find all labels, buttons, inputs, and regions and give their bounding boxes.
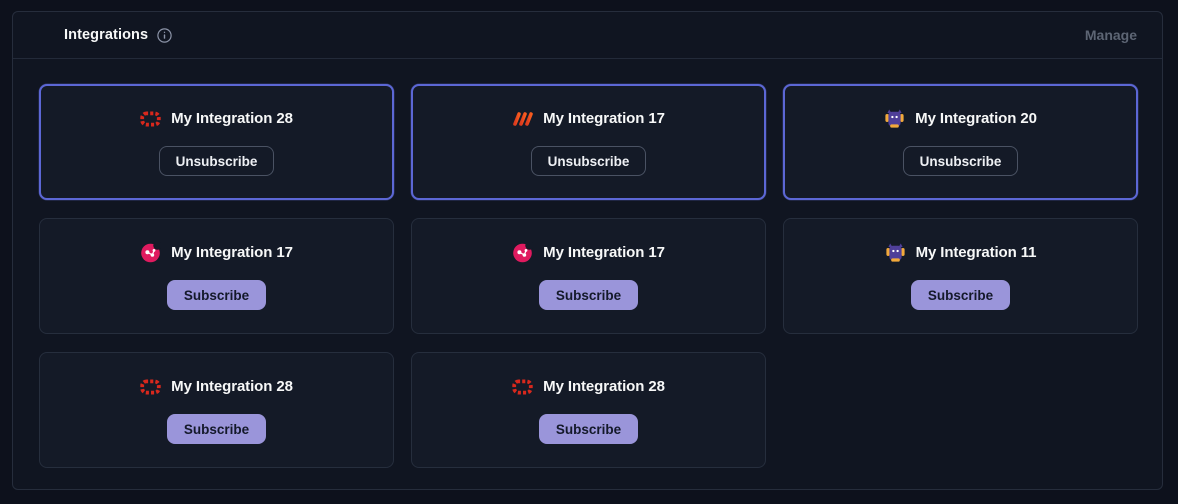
integration-title-row: My Integration 17: [512, 242, 665, 263]
integration-title-row: My Integration 17: [140, 242, 293, 263]
integration-card: My Integration 20 Unsubscribe: [783, 84, 1138, 200]
integration-name: My Integration 11: [915, 244, 1037, 261]
integration-title-row: My Integration 20: [884, 108, 1037, 129]
panel-title: Integrations: [64, 27, 149, 43]
info-icon[interactable]: [157, 27, 172, 43]
subscribe-button[interactable]: Subscribe: [538, 414, 639, 444]
integration-name: My Integration 28: [171, 110, 293, 127]
red-blocks-icon: [140, 376, 161, 397]
integrations-panel: Integrations Manage My Integration 28 Un…: [12, 11, 1163, 490]
integration-title-row: My Integration 17: [512, 108, 665, 129]
integration-card: My Integration 11 Subscribe: [783, 218, 1138, 334]
integration-card: My Integration 17 Unsubscribe: [411, 84, 766, 200]
mascot-icon: [884, 108, 905, 129]
pink-molecule-icon: [512, 242, 534, 263]
subscribe-button[interactable]: Subscribe: [166, 280, 267, 310]
red-blocks-icon: [512, 376, 533, 397]
integration-card: My Integration 17 Subscribe: [39, 218, 394, 334]
unsubscribe-button[interactable]: Unsubscribe: [902, 146, 1019, 176]
integration-title-row: My Integration 28: [140, 376, 293, 397]
integration-title-row: My Integration 28: [512, 376, 665, 397]
red-blocks-icon: [140, 108, 161, 129]
unsubscribe-button[interactable]: Unsubscribe: [158, 146, 275, 176]
integration-name: My Integration 20: [915, 110, 1037, 127]
integration-name: My Integration 28: [543, 378, 665, 395]
orange-stripes-icon: [512, 108, 533, 129]
integration-title-row: My Integration 11: [885, 242, 1037, 263]
mascot-icon: [885, 242, 906, 263]
integration-name: My Integration 28: [171, 378, 293, 395]
unsubscribe-button[interactable]: Unsubscribe: [530, 146, 647, 176]
integration-title-row: My Integration 28: [140, 108, 293, 129]
integration-name: My Integration 17: [543, 244, 665, 261]
integration-name: My Integration 17: [171, 244, 293, 261]
integration-name: My Integration 17: [543, 110, 665, 127]
pink-molecule-icon: [140, 242, 162, 263]
subscribe-button[interactable]: Subscribe: [538, 280, 639, 310]
integration-card: My Integration 28 Subscribe: [39, 352, 394, 468]
subscribe-button[interactable]: Subscribe: [910, 280, 1011, 310]
integration-card: My Integration 28 Subscribe: [411, 352, 766, 468]
integration-card: My Integration 17 Subscribe: [411, 218, 766, 334]
subscribe-button[interactable]: Subscribe: [166, 414, 267, 444]
manage-link[interactable]: Manage: [1084, 27, 1137, 43]
integration-card: My Integration 28 Unsubscribe: [39, 84, 394, 200]
integrations-grid: My Integration 28 Unsubscribe My Integra…: [13, 59, 1162, 489]
panel-header: Integrations Manage: [13, 12, 1162, 59]
